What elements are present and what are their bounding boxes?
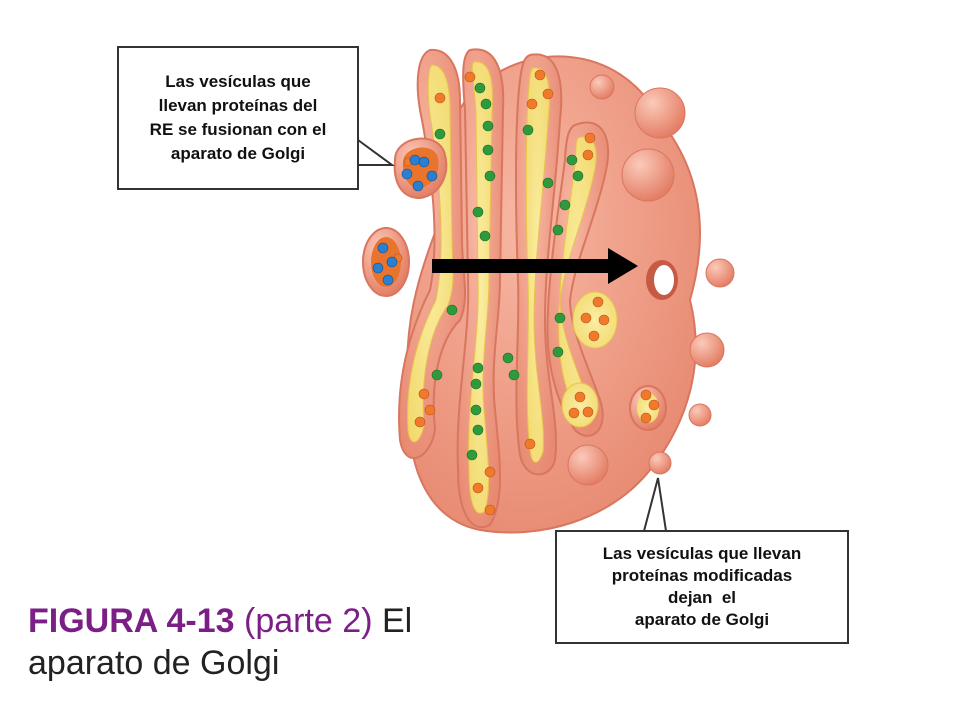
- orange-proteins: [393, 69, 660, 516]
- budding-vesicle: [621, 148, 675, 202]
- figure-title-line1: El: [381, 602, 413, 640]
- green-proteins: [431, 82, 584, 461]
- callout-bottom-pointer: [643, 477, 667, 532]
- budding-vesicle: [634, 87, 686, 139]
- figure-title-line2: aparato de Golgi: [28, 644, 280, 682]
- callout-vesicles-leave: Las vesículas que llevan proteínas modif…: [555, 530, 849, 644]
- callout-line: RE se fusionan con el: [149, 120, 327, 139]
- callout-line: llevan proteínas del: [158, 96, 318, 115]
- callout-line: Las vesículas que: [165, 72, 311, 91]
- released-vesicle: [648, 451, 672, 475]
- callout-line: aparato de Golgi: [634, 610, 770, 629]
- budding-vesicle: [705, 258, 735, 288]
- flow-arrow: [432, 248, 638, 284]
- budding-vesicle: [689, 332, 725, 368]
- callout-top-pointer: [357, 139, 396, 166]
- figure-label: FIGURA 4-13: [28, 602, 235, 640]
- callout-line: proteínas modificadas: [611, 566, 793, 585]
- callout-line: Las vesículas que llevan: [602, 544, 802, 563]
- blue-proteins: [372, 154, 438, 286]
- cisterna-opening-inner: [654, 265, 674, 295]
- budding-vesicle: [567, 444, 609, 486]
- figure-part: (parte 2): [244, 602, 373, 640]
- budding-vesicle: [589, 74, 615, 100]
- callout-line: aparato de Golgi: [170, 144, 306, 163]
- budding-vesicle: [688, 403, 712, 427]
- callout-vesicles-fuse: Las vesículas que llevan proteínas del R…: [117, 46, 359, 190]
- trans-pocket-lower: [561, 382, 599, 428]
- trans-pocket: [572, 291, 618, 349]
- callout-line: dejan el: [667, 588, 737, 607]
- figure-caption: FIGURA 4-13 (parte 2) El aparato de Golg…: [28, 600, 528, 684]
